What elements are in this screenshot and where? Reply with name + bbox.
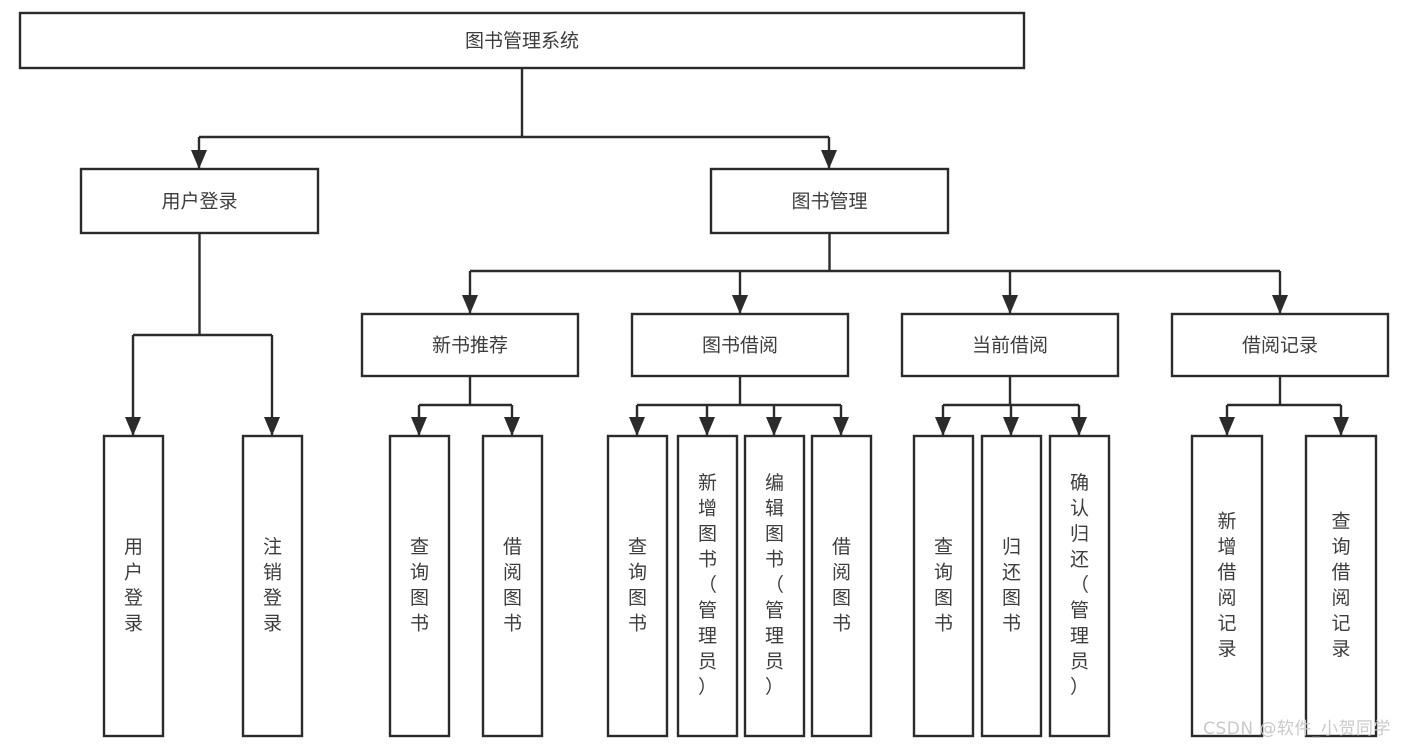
node-leaf-query-book-1[interactable]: 查询图书 <box>388 434 451 738</box>
node-label-leaf-edit-book-admin: 编辑图书（管理员） <box>765 472 784 698</box>
arrow-to-leaf-2-0 <box>935 417 951 436</box>
arrow-to-leaf-3-0 <box>1219 417 1235 436</box>
node-root[interactable]: 图书管理系统 <box>18 11 1026 70</box>
node-box-book-borrow[interactable] <box>630 312 850 378</box>
arrow-to-level3-3 <box>1272 295 1288 314</box>
arrow-to-level3-1 <box>732 295 748 314</box>
node-borrow-record[interactable]: 借阅记录 <box>1170 312 1390 378</box>
node-box-leaf-query-borrow-record[interactable] <box>1304 434 1378 738</box>
node-leaf-logout[interactable]: 注销登录 <box>241 434 304 738</box>
node-box-borrow-record[interactable] <box>1170 312 1390 378</box>
arrow-to-level3-2 <box>1002 295 1018 314</box>
node-leaf-query-book-3[interactable]: 查询图书 <box>912 434 975 738</box>
node-label-leaf-add-borrow-record: 新增借阅记录 <box>1217 510 1236 660</box>
node-box-root[interactable] <box>18 11 1026 70</box>
node-box-leaf-query-book-2[interactable] <box>606 434 669 738</box>
node-box-user-login[interactable] <box>79 167 320 235</box>
node-leaf-confirm-return-admin[interactable]: 确认归还（管理员） <box>1048 434 1111 738</box>
node-label-borrow-record: 借阅记录 <box>1242 335 1318 357</box>
node-label-new-book-rec: 新书推荐 <box>432 335 508 357</box>
arrow-to-leaf-2-2 <box>1071 417 1087 436</box>
node-label-leaf-return-book: 归还图书 <box>1002 536 1021 635</box>
node-leaf-query-book-2[interactable]: 查询图书 <box>606 434 669 738</box>
node-leaf-query-borrow-record[interactable]: 查询借阅记录 <box>1304 434 1378 738</box>
node-box-leaf-borrow-book-1[interactable] <box>481 434 544 738</box>
nodes-layer: 图书管理系统用户登录图书管理新书推荐图书借阅当前借阅借阅记录用户登录注销登录查询… <box>18 11 1390 738</box>
node-label-leaf-logout: 注销登录 <box>263 536 282 635</box>
node-label-leaf-user-login: 用户登录 <box>124 536 143 635</box>
node-leaf-add-borrow-record[interactable]: 新增借阅记录 <box>1190 434 1264 738</box>
node-box-current-borrow[interactable] <box>900 312 1120 378</box>
node-leaf-borrow-book-1[interactable]: 借阅图书 <box>481 434 544 738</box>
node-label-leaf-query-borrow-record: 查询借阅记录 <box>1331 510 1350 660</box>
node-label-leaf-borrow-book-2: 借阅图书 <box>832 536 851 635</box>
arrow-to-leaf-1-2 <box>766 417 782 436</box>
arrow-to-leaf-3-1 <box>1333 417 1349 436</box>
node-leaf-add-book-admin[interactable]: 新增图书（管理员） <box>676 434 739 738</box>
node-label-leaf-borrow-book-1: 借阅图书 <box>503 536 522 635</box>
node-label-leaf-query-book-3: 查询图书 <box>934 536 953 635</box>
arrow-to-leaf-2-1 <box>1003 417 1019 436</box>
node-box-leaf-logout[interactable] <box>241 434 304 738</box>
node-box-leaf-user-login[interactable] <box>102 434 165 738</box>
node-user-login[interactable]: 用户登录 <box>79 167 320 235</box>
node-box-book-manage[interactable] <box>709 167 950 235</box>
arrow-to-leaf-0-0 <box>411 417 427 436</box>
node-box-leaf-add-book-admin[interactable] <box>676 434 739 738</box>
arrow-to-leaf-1-1 <box>699 417 715 436</box>
node-box-leaf-query-book-1[interactable] <box>388 434 451 738</box>
node-leaf-return-book[interactable]: 归还图书 <box>980 434 1043 738</box>
arrow-to-level3-0 <box>462 295 478 314</box>
node-box-leaf-borrow-book-2[interactable] <box>810 434 873 738</box>
node-label-book-manage: 图书管理 <box>791 191 867 213</box>
node-book-manage[interactable]: 图书管理 <box>709 167 950 235</box>
arrow-to-level2-1 <box>821 150 837 169</box>
node-label-leaf-confirm-return-admin: 确认归还（管理员） <box>1070 472 1089 698</box>
node-label-leaf-query-book-2: 查询图书 <box>628 536 647 635</box>
node-leaf-edit-book-admin[interactable]: 编辑图书（管理员） <box>743 434 806 738</box>
node-box-leaf-query-book-3[interactable] <box>912 434 975 738</box>
arrow-to-leaf-1-0 <box>629 417 645 436</box>
node-box-leaf-confirm-return-admin[interactable] <box>1048 434 1111 738</box>
node-current-borrow[interactable]: 当前借阅 <box>900 312 1120 378</box>
node-box-leaf-add-borrow-record[interactable] <box>1190 434 1264 738</box>
arrow-to-level2-0 <box>191 150 207 169</box>
node-label-root: 图书管理系统 <box>465 30 579 52</box>
node-new-book-rec[interactable]: 新书推荐 <box>360 312 580 378</box>
node-box-new-book-rec[interactable] <box>360 312 580 378</box>
node-label-leaf-query-book-1: 查询图书 <box>410 536 429 635</box>
node-book-borrow[interactable]: 图书借阅 <box>630 312 850 378</box>
arrow-to-user-login-child-1 <box>264 417 280 436</box>
arrow-to-user-login-child-0 <box>125 417 141 436</box>
node-label-user-login: 用户登录 <box>161 191 237 213</box>
node-label-current-borrow: 当前借阅 <box>972 335 1048 357</box>
node-label-leaf-add-book-admin: 新增图书（管理员） <box>698 472 717 698</box>
arrow-to-leaf-0-1 <box>504 417 520 436</box>
node-leaf-user-login[interactable]: 用户登录 <box>102 434 165 738</box>
node-box-leaf-return-book[interactable] <box>980 434 1043 738</box>
node-label-book-borrow: 图书借阅 <box>702 335 778 357</box>
node-leaf-borrow-book-2[interactable]: 借阅图书 <box>810 434 873 738</box>
connectors-layer <box>125 68 1349 436</box>
arrow-to-leaf-1-3 <box>833 417 849 436</box>
node-box-leaf-edit-book-admin[interactable] <box>743 434 806 738</box>
